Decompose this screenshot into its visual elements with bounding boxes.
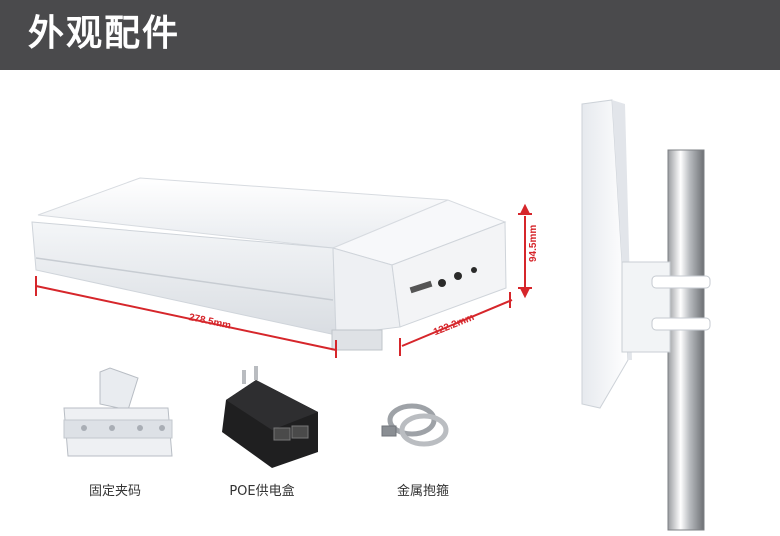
accessory-label-poe: POE供电盒 <box>229 484 295 499</box>
poe-adapter-icon <box>222 366 318 468</box>
header-bar: 外观配件 <box>0 0 780 70</box>
accessory-label-clamp: 金属抱箍 <box>396 484 449 499</box>
dimension-lines <box>35 203 532 358</box>
height-dimension-label: 94.5mm <box>528 224 539 262</box>
pole-mount-view <box>581 99 711 531</box>
accessory-label-bracket: 固定夹码 <box>88 484 141 499</box>
device-body <box>31 177 507 351</box>
page-title: 外观配件 <box>28 13 181 54</box>
hose-clamp-icon <box>381 403 449 447</box>
mounting-bracket-icon <box>63 367 173 457</box>
